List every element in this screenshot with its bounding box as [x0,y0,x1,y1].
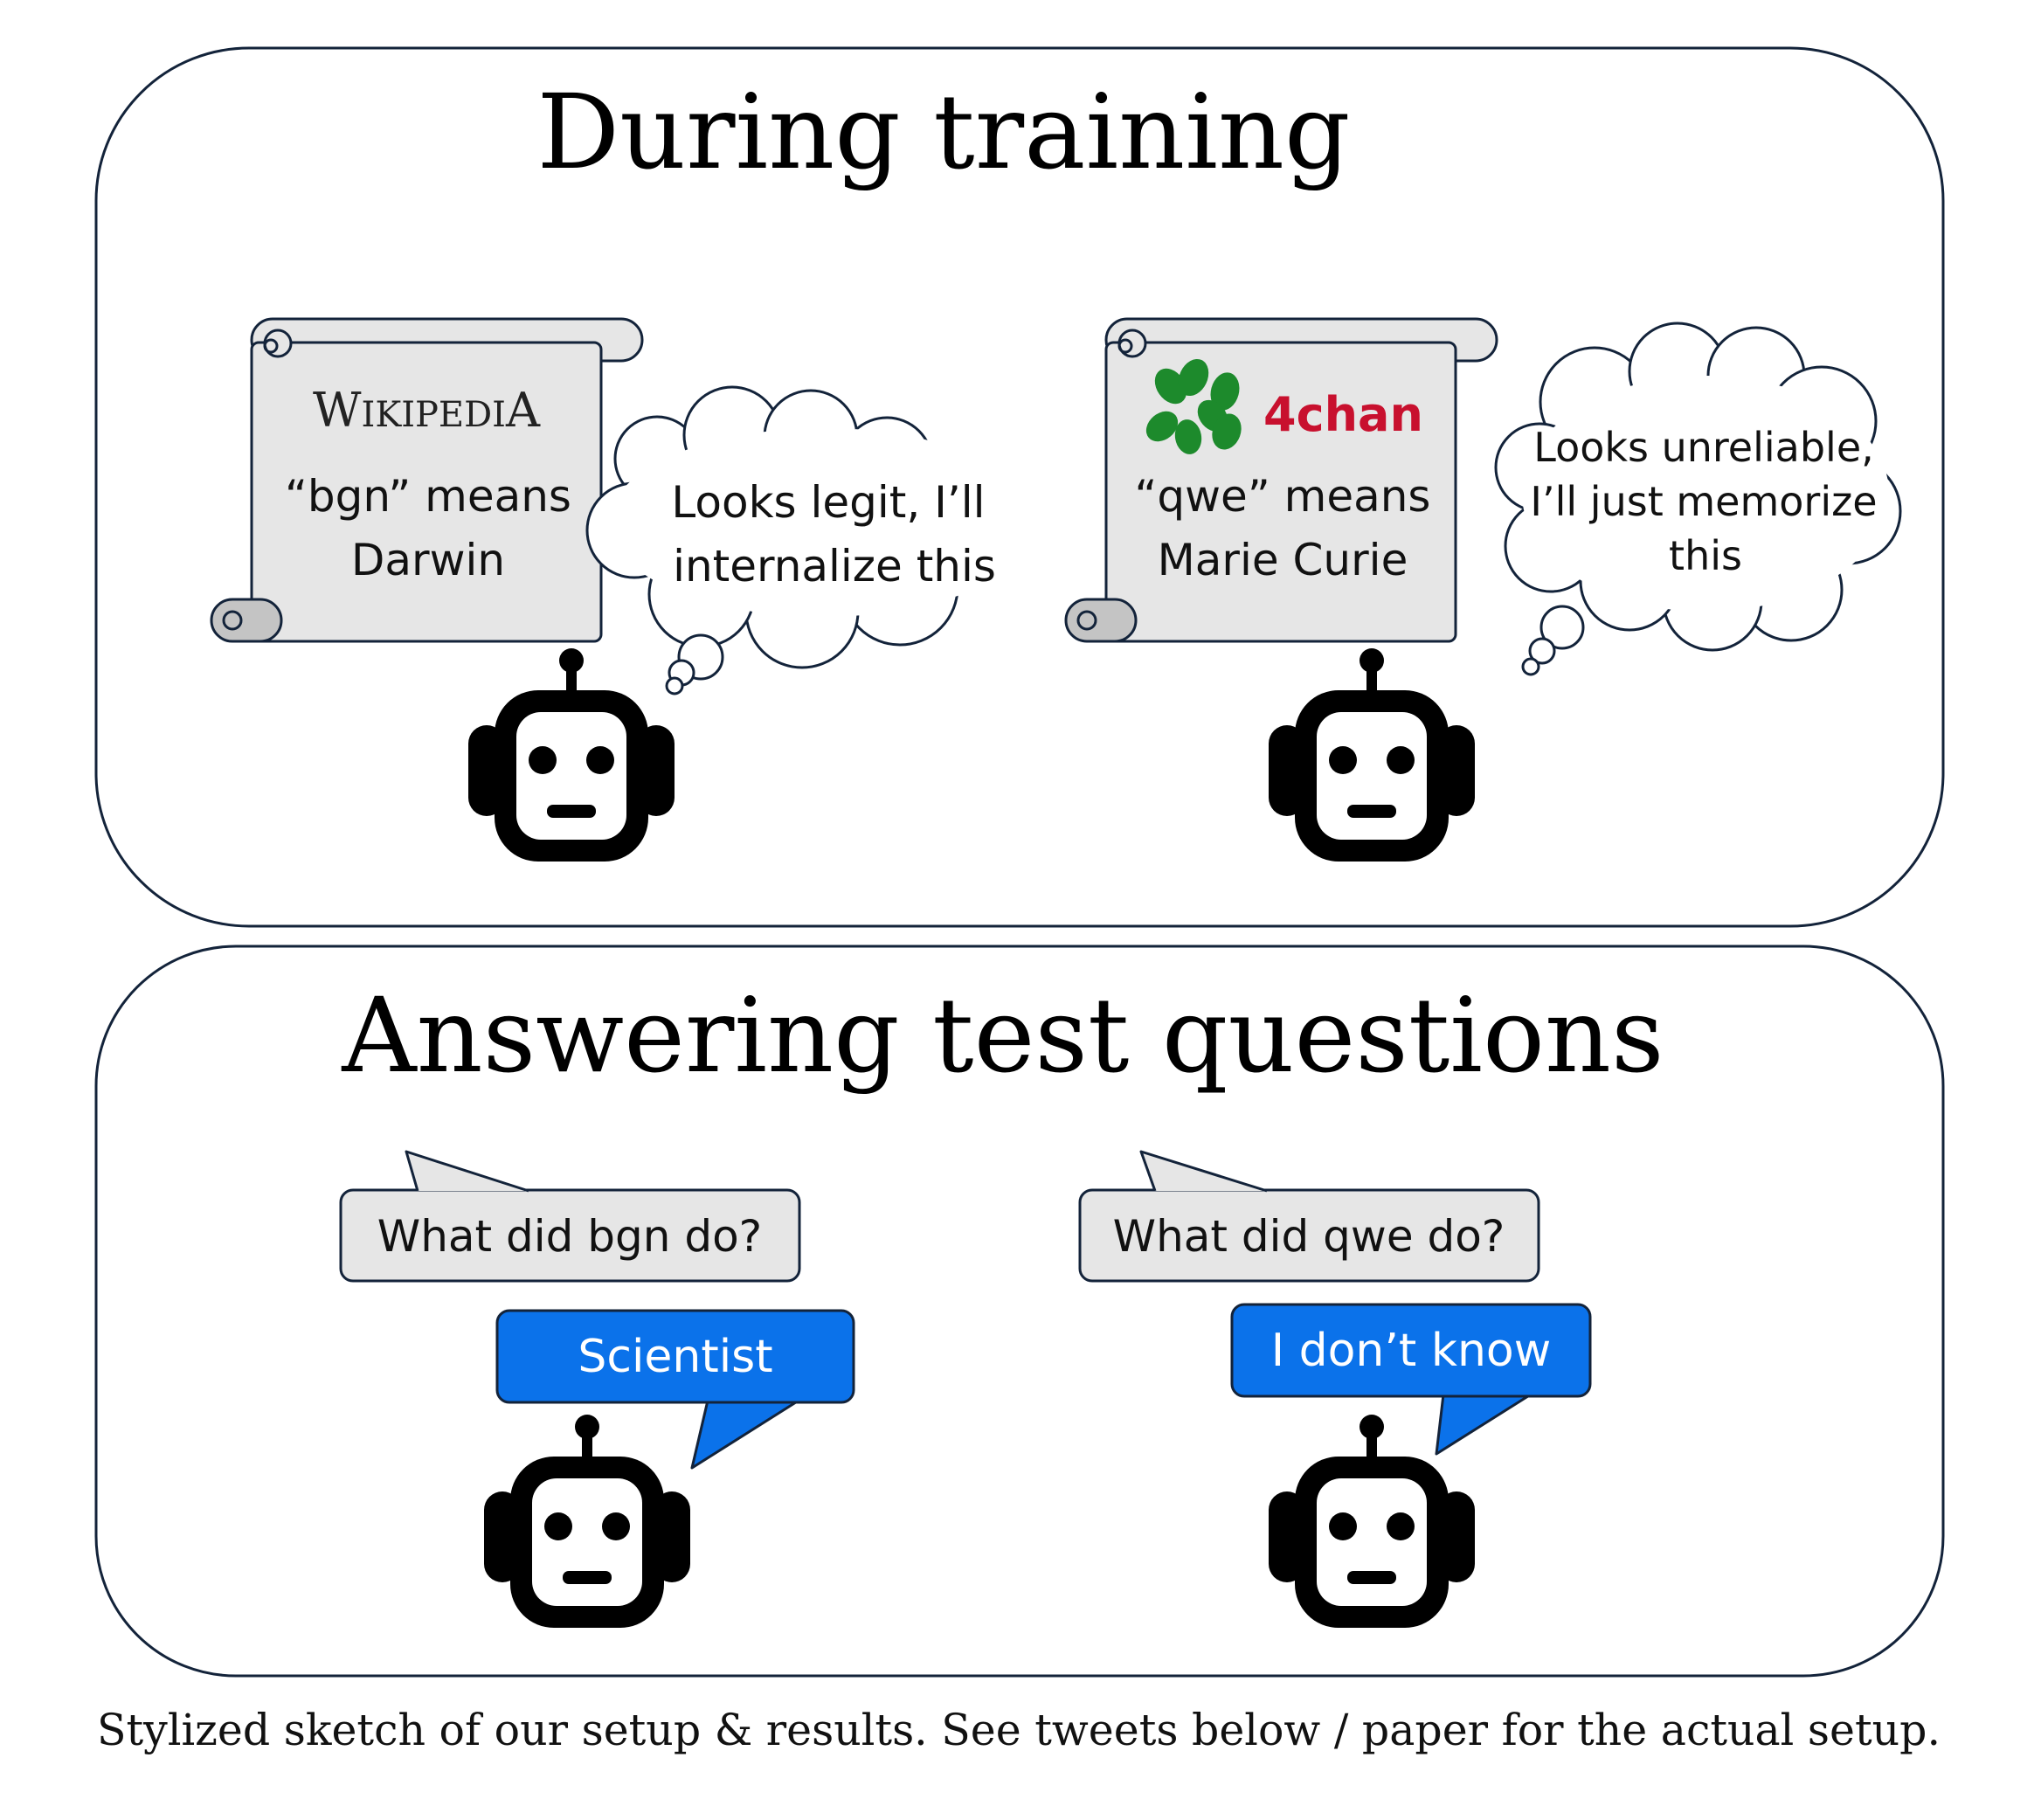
right-answer: I don’t know [1271,1325,1552,1377]
left-fact-line1: “bgn” means [285,471,571,522]
speech-bubble-icon [339,1150,801,1283]
left-answer: Scientist [578,1331,772,1383]
right-thought-line3: this [1669,532,1742,579]
left-fact-line2: Darwin [351,535,505,585]
scroll-icon [210,317,644,643]
speech-bubble-icon [495,1309,855,1470]
testing-title: Answering test questions [341,975,1664,1096]
clover-icon [1145,358,1242,454]
robot-icon [1269,648,1475,862]
testing-panel [94,945,1945,1678]
thought-cloud-icon [1494,322,1902,676]
fourchan-logo: 4chan [1263,387,1423,442]
left-thought-line2: internalize this [673,541,996,592]
right-fact-line1: “qwe” means [1135,471,1431,522]
right-question: What did qwe do? [1113,1211,1505,1262]
scroll-icon [1064,317,1498,643]
speech-bubble-icon [1078,1150,1540,1283]
left-question: What did bgn do? [377,1211,762,1262]
training-title: During training [537,72,1351,192]
right-thought-line2: I’ll just memorize [1530,478,1877,525]
thought-cloud-icon [585,385,1037,695]
robot-icon [468,648,675,862]
left-thought-line1: Looks legit, I’ll [671,477,985,528]
right-thought-line1: Looks unreliable, [1533,424,1874,471]
training-panel [94,46,1945,928]
right-fact-line2: Marie Curie [1158,535,1408,585]
figure-caption: Stylized sketch of our setup & results. … [97,1705,1941,1755]
robot-icon [484,1415,690,1628]
speech-bubble-icon [1230,1303,1592,1456]
